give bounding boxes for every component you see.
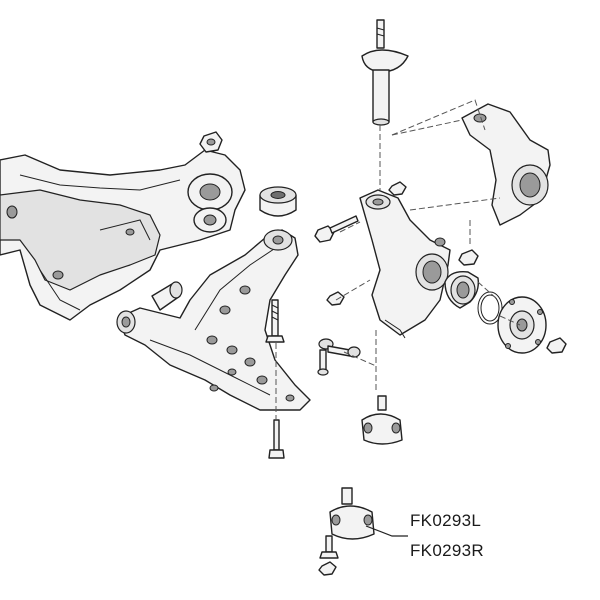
- front-bushing: [151, 281, 183, 311]
- rear-bushing: [259, 186, 297, 217]
- steering-knuckle: [359, 189, 451, 339]
- lower-control-arm: [116, 229, 311, 411]
- label-leader-line: [365, 525, 408, 537]
- wheel-bearing: [444, 271, 480, 309]
- ball-joint-upper: [361, 395, 403, 445]
- lower-bolt: [268, 419, 285, 459]
- part-number-left: FK0293L: [410, 511, 481, 530]
- assembly-guide-lines: [275, 99, 521, 420]
- wheel-hub: [497, 296, 547, 354]
- part-number-right: FK0293R: [410, 541, 484, 560]
- knuckle-nut-top: [388, 181, 407, 196]
- subframe: [0, 149, 246, 321]
- ball-joint-nut: [318, 561, 337, 576]
- knuckle-nut-right: [458, 249, 479, 266]
- knuckle-nut-left: [326, 291, 345, 306]
- stabilizer-link: [317, 338, 361, 376]
- circlip: [477, 291, 503, 325]
- arm-bolt: [265, 299, 285, 343]
- steering-knuckle-upper: [461, 103, 551, 226]
- hub-nut: [546, 337, 567, 354]
- ball-joint-fk0293: [319, 487, 375, 559]
- knuckle-bolt: [314, 215, 359, 243]
- subframe-nut: [199, 131, 223, 153]
- strut: [361, 19, 409, 126]
